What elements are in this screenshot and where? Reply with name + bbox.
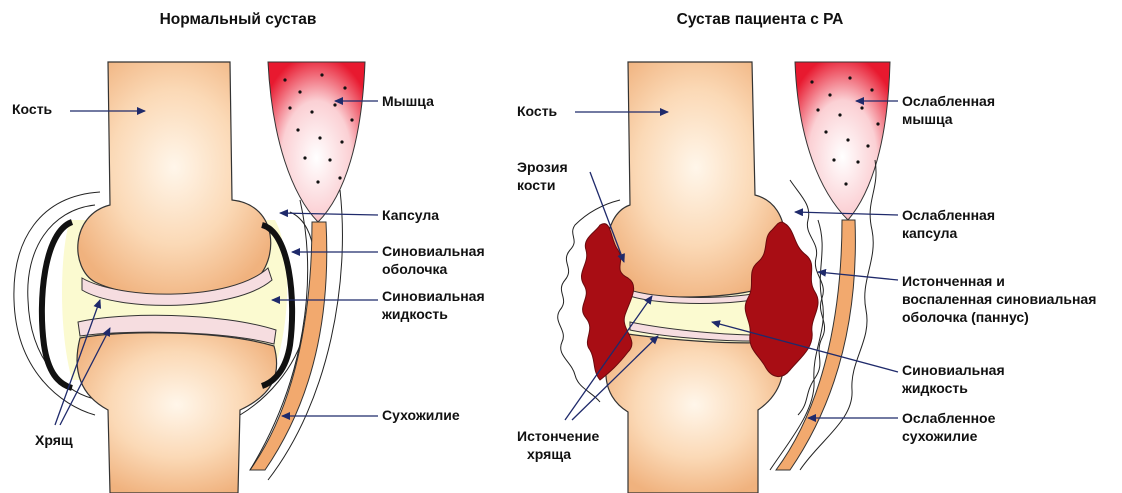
label-synovium-normal-2: оболочка [382, 261, 447, 277]
label-muscle-normal: Мышца [382, 93, 434, 109]
label-tendon-ra-2: сухожилие [902, 428, 978, 444]
muscle-normal [268, 62, 365, 222]
label-pannus-ra-3: оболочка (паннус) [902, 309, 1029, 325]
label-erosion-ra-1: Эрозия [517, 159, 568, 175]
normal-joint-illustration [14, 62, 365, 493]
label-erosion-ra-2: кости [517, 177, 555, 193]
label-fluid-ra-1: Синовиальная [902, 362, 1005, 378]
label-muscle-ra-2: мышца [902, 111, 953, 127]
ra-joint-illustration [558, 62, 890, 493]
label-cartilage-normal: Хрящ [35, 432, 73, 448]
title-ra-joint: Сустав пациента с РА [677, 11, 844, 28]
label-capsule-normal: Капсула [382, 207, 439, 223]
muscle-ra [795, 62, 890, 220]
label-cartilage-ra-2: хряща [527, 446, 571, 462]
label-cartilage-ra-1: Истончение [517, 428, 600, 444]
label-bone-normal: Кость [12, 101, 53, 117]
label-fluid-ra-2: жидкость [901, 380, 968, 396]
lower-bone-ra [606, 333, 783, 493]
label-bone-ra: Кость [517, 103, 558, 119]
label-capsule-ra-2: капсула [902, 225, 958, 241]
label-synovium-normal-1: Синовиальная [382, 243, 485, 259]
upper-bone-normal [78, 62, 271, 296]
label-fluid-normal-2: жидкость [381, 306, 448, 322]
label-capsule-ra-1: Ослабленная [902, 207, 995, 223]
arrow-pannus-ra [818, 272, 898, 280]
title-normal-joint: Нормальный сустав [160, 11, 317, 28]
label-pannus-ra-2: воспаленная синовиальная [902, 291, 1096, 307]
label-tendon-ra-1: Ослабленное [902, 410, 996, 426]
label-muscle-ra-1: Ослабленная [902, 93, 995, 109]
lower-bone-normal [77, 333, 277, 493]
label-fluid-normal-1: Синовиальная [382, 288, 485, 304]
label-tendon-normal: Сухожилие [382, 407, 460, 423]
label-pannus-ra-1: Истонченная и [902, 273, 1005, 289]
